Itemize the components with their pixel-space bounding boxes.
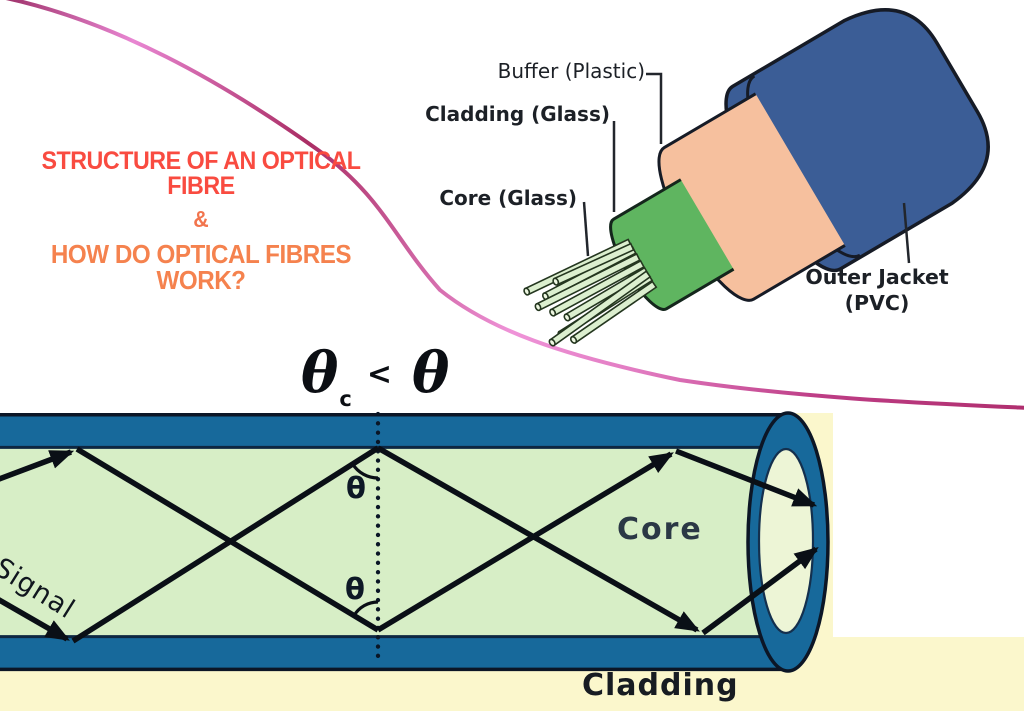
angle-arc-bottom: [352, 600, 379, 617]
ray-segment: [674, 448, 818, 508]
ray-segment: [0, 597, 70, 642]
less-than-operator: <: [366, 357, 392, 392]
theta-critical-symbol: θ: [301, 340, 339, 406]
angle-label-top: θ: [346, 471, 366, 505]
critical-angle-condition: θc<θ: [301, 345, 449, 410]
title-line-1: STRUCTURE OF AN OPTICAL FIBRE: [41, 147, 361, 200]
page-title: STRUCTURE OF AN OPTICAL FIBRE & HOW DO O…: [19, 147, 384, 295]
core-strands: [523, 238, 658, 347]
outer-jacket-label: Outer Jacket (PVC): [804, 265, 950, 316]
cladding-label: Cladding (Glass): [425, 102, 610, 126]
core-label: Core (Glass): [439, 186, 577, 210]
ray-segment: [0, 449, 75, 482]
fibre-end-face: [757, 447, 815, 635]
fibre-cross-section: [0, 411, 830, 673]
ray-segment: [701, 546, 819, 636]
ray-segment: [75, 446, 380, 633]
light-rays: [0, 445, 819, 644]
outer-jacket-label-line1: Outer Jacket: [805, 265, 949, 289]
label-connectors: [582, 72, 911, 264]
cable-3d-illustration: [523, 8, 990, 347]
title-ampersand: &: [193, 206, 209, 232]
fibre-strand: [549, 259, 645, 317]
angle-arc-top: [351, 463, 379, 480]
title-line-2: HOW DO OPTICAL FIBRES WORK?: [50, 239, 352, 295]
theta-critical-subscript: c: [339, 387, 352, 412]
core-connector: [582, 201, 590, 257]
fibre-core-label: Core: [617, 512, 703, 547]
outer-jacket-label-line2: (PVC): [844, 290, 910, 315]
buffer-label: Buffer (Plastic): [497, 59, 645, 83]
theta-symbol: θ: [411, 340, 450, 406]
fibre-strand: [534, 252, 641, 312]
fibre-strand: [548, 270, 652, 347]
fibre-strand: [552, 242, 635, 286]
decorative-curve: [5, 0, 1024, 410]
jacket-connector: [902, 202, 911, 264]
fibre-cladding-label: Cladding: [582, 668, 739, 703]
ray-segment: [376, 445, 700, 633]
angle-label-bottom: θ: [345, 572, 365, 606]
buffer-connector: [646, 72, 663, 144]
fibre-strand: [569, 280, 658, 344]
ray-segment: [376, 451, 674, 633]
ray-segment: [71, 445, 380, 644]
